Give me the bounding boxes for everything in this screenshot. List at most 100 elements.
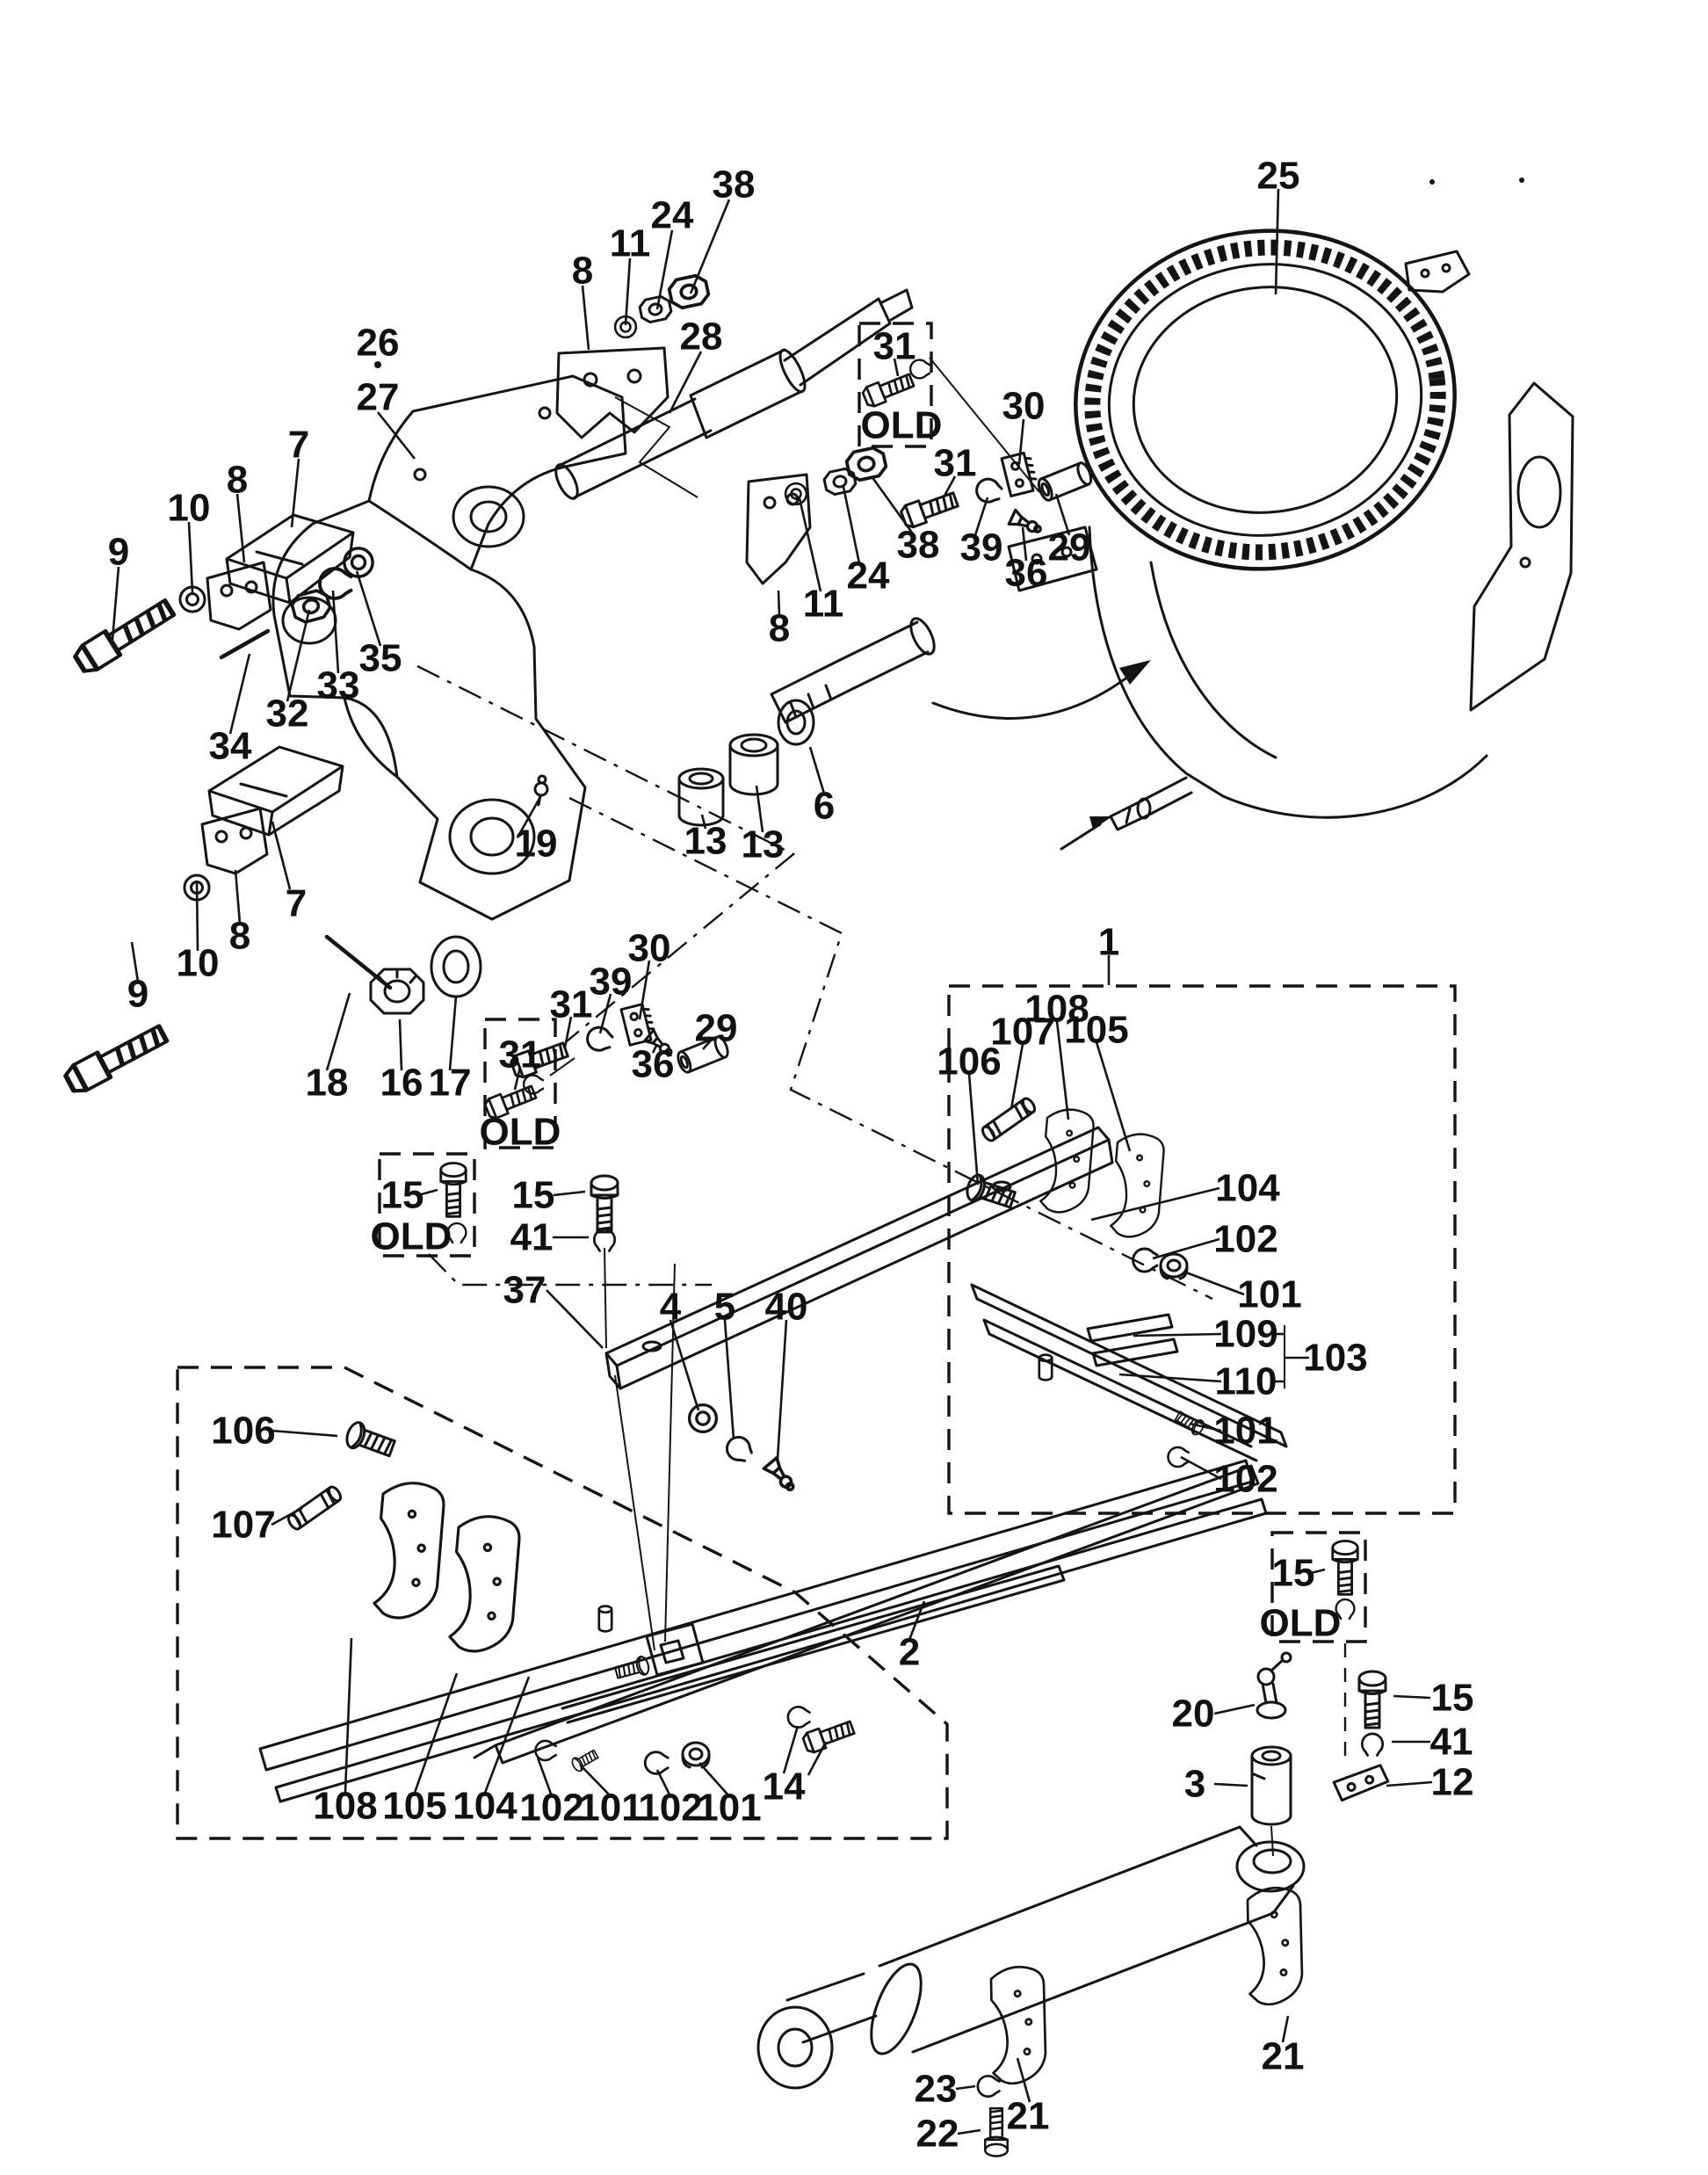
part-label-9-10: 9 (108, 531, 129, 574)
old-box-caption-1: OLD (480, 1111, 561, 1154)
dash-dot-guide-0 (416, 664, 796, 1042)
part-label-40-46: 40 (765, 1286, 808, 1329)
part-label-106-49: 106 (937, 1040, 1001, 1084)
detail-region-lower (176, 1366, 949, 1840)
leader-line-14 (1274, 188, 1280, 295)
part-label-30-16: 30 (1002, 385, 1046, 428)
part-label-4-44: 4 (660, 1286, 682, 1329)
print-speck-2 (1519, 178, 1524, 183)
part-label-101-53: 101 (1237, 1273, 1301, 1316)
part-label-31-36: 31 (550, 983, 593, 1026)
old-parts-box-1 (483, 1018, 557, 1149)
part-label-19-25: 19 (515, 823, 558, 866)
leader-line-51 (1152, 1237, 1220, 1260)
leader-line-54 (1118, 1373, 1222, 1383)
leader-line-48 (967, 1073, 980, 1185)
leader-line-1 (624, 257, 632, 326)
fitting-40 (762, 1455, 800, 1497)
part-label-12-74: 12 (1431, 1761, 1474, 1804)
leader-line-61 (483, 1676, 531, 1794)
nut-24-mid (821, 466, 858, 497)
part-label-10-9: 10 (168, 487, 211, 530)
shoe-108-lower (357, 1477, 460, 1623)
part-label-32-13: 32 (266, 692, 309, 736)
washer-4 (687, 1403, 719, 1434)
housing-inner-curve (1149, 561, 1277, 759)
part-label-13-27: 13 (742, 823, 785, 866)
nut-101-lowerbox-b (681, 1741, 711, 1769)
part-label-23-75: 23 (915, 2068, 958, 2111)
leader-line-62 (536, 1757, 554, 1797)
leader-line-12 (286, 609, 311, 702)
stub-pin-tip (1109, 800, 1149, 831)
stud-107-upper (979, 1095, 1039, 1144)
nut-38-mid (843, 444, 890, 484)
fitting-36-upper (1007, 508, 1046, 539)
leader-line-60 (413, 1672, 459, 1794)
stub-thread (1125, 807, 1132, 824)
bracket-hole (1031, 553, 1043, 565)
housing-plate-slot (1516, 455, 1562, 529)
part-label-41-42: 41 (510, 1216, 554, 1259)
leader-line-31 (651, 1043, 659, 1054)
part-label-8-8: 8 (227, 459, 248, 502)
plate-8-left-upper (206, 561, 272, 631)
leader-line-49 (1095, 1041, 1132, 1152)
clip-41-right (1360, 1732, 1385, 1757)
thin-guide-4 (604, 1247, 607, 1349)
old-box-number-2: 15 (381, 1174, 424, 1217)
part-label-9-29: 9 (127, 973, 148, 1016)
housing-stub-pin (1139, 776, 1193, 817)
leader-line-43 (669, 1319, 700, 1411)
leader-line-27 (808, 746, 826, 794)
leader-line-44 (723, 1319, 735, 1440)
old-bolt-15-d (1331, 1540, 1359, 1596)
leader-line-52 (1185, 1271, 1245, 1296)
break-line-0 (614, 396, 698, 498)
old-bolt-31-a (860, 369, 917, 410)
part-label-105-50: 105 (1064, 1009, 1128, 1052)
dash-dot-guide-1 (568, 796, 1213, 1301)
leader-line-76 (1016, 2057, 1031, 2103)
leader-line-21 (973, 497, 989, 536)
leader-line-81 (1310, 1568, 1326, 1575)
screw-106-lower (342, 1418, 398, 1462)
bracket-upper-bore-inner (469, 500, 508, 533)
washer-5 (720, 1431, 757, 1468)
part-label-25-15: 25 (1257, 155, 1300, 198)
part-label-102-58: 102 (1213, 1458, 1277, 1501)
part-label-20-70: 20 (1172, 1693, 1215, 1736)
detail-box-1 (947, 984, 1457, 1515)
part-label-26-5: 26 (357, 322, 400, 365)
leader-line-73 (1386, 1780, 1433, 1787)
leader-line-50 (1090, 1186, 1220, 1222)
part-label-10-30: 10 (177, 942, 220, 985)
part-label-21-77: 21 (1007, 2095, 1050, 2138)
bushing-13-right (728, 733, 779, 796)
leader-line-63 (579, 1764, 612, 1797)
part-label-104-63: 104 (452, 1785, 517, 1828)
bolt-15-mid (590, 1174, 619, 1234)
part-label-6-28: 6 (814, 785, 835, 828)
plate-12 (1332, 1764, 1390, 1802)
leader-line-37 (325, 992, 351, 1071)
part-label-39-37: 39 (590, 961, 633, 1004)
leader-line-9 (111, 566, 120, 641)
old-parts-box-2 (378, 1152, 476, 1258)
part-label-108-61: 108 (313, 1785, 377, 1828)
part-label-33-12: 33 (317, 664, 360, 707)
leader-line-78 (893, 358, 900, 377)
leader-line-19 (798, 497, 822, 592)
leader-line-36 (271, 821, 292, 890)
leader-line-18 (842, 486, 861, 564)
bracket-hole (1060, 546, 1073, 558)
bracket-lower-bore (448, 798, 536, 875)
leader-line-6 (290, 458, 300, 528)
part-label-37-43: 37 (503, 1269, 546, 1312)
bolt-9-upper (72, 596, 177, 676)
part-label-107-60: 107 (211, 1504, 275, 1547)
leader-line-29 (598, 993, 612, 1034)
ring-gear-and-housing (1007, 228, 1574, 831)
